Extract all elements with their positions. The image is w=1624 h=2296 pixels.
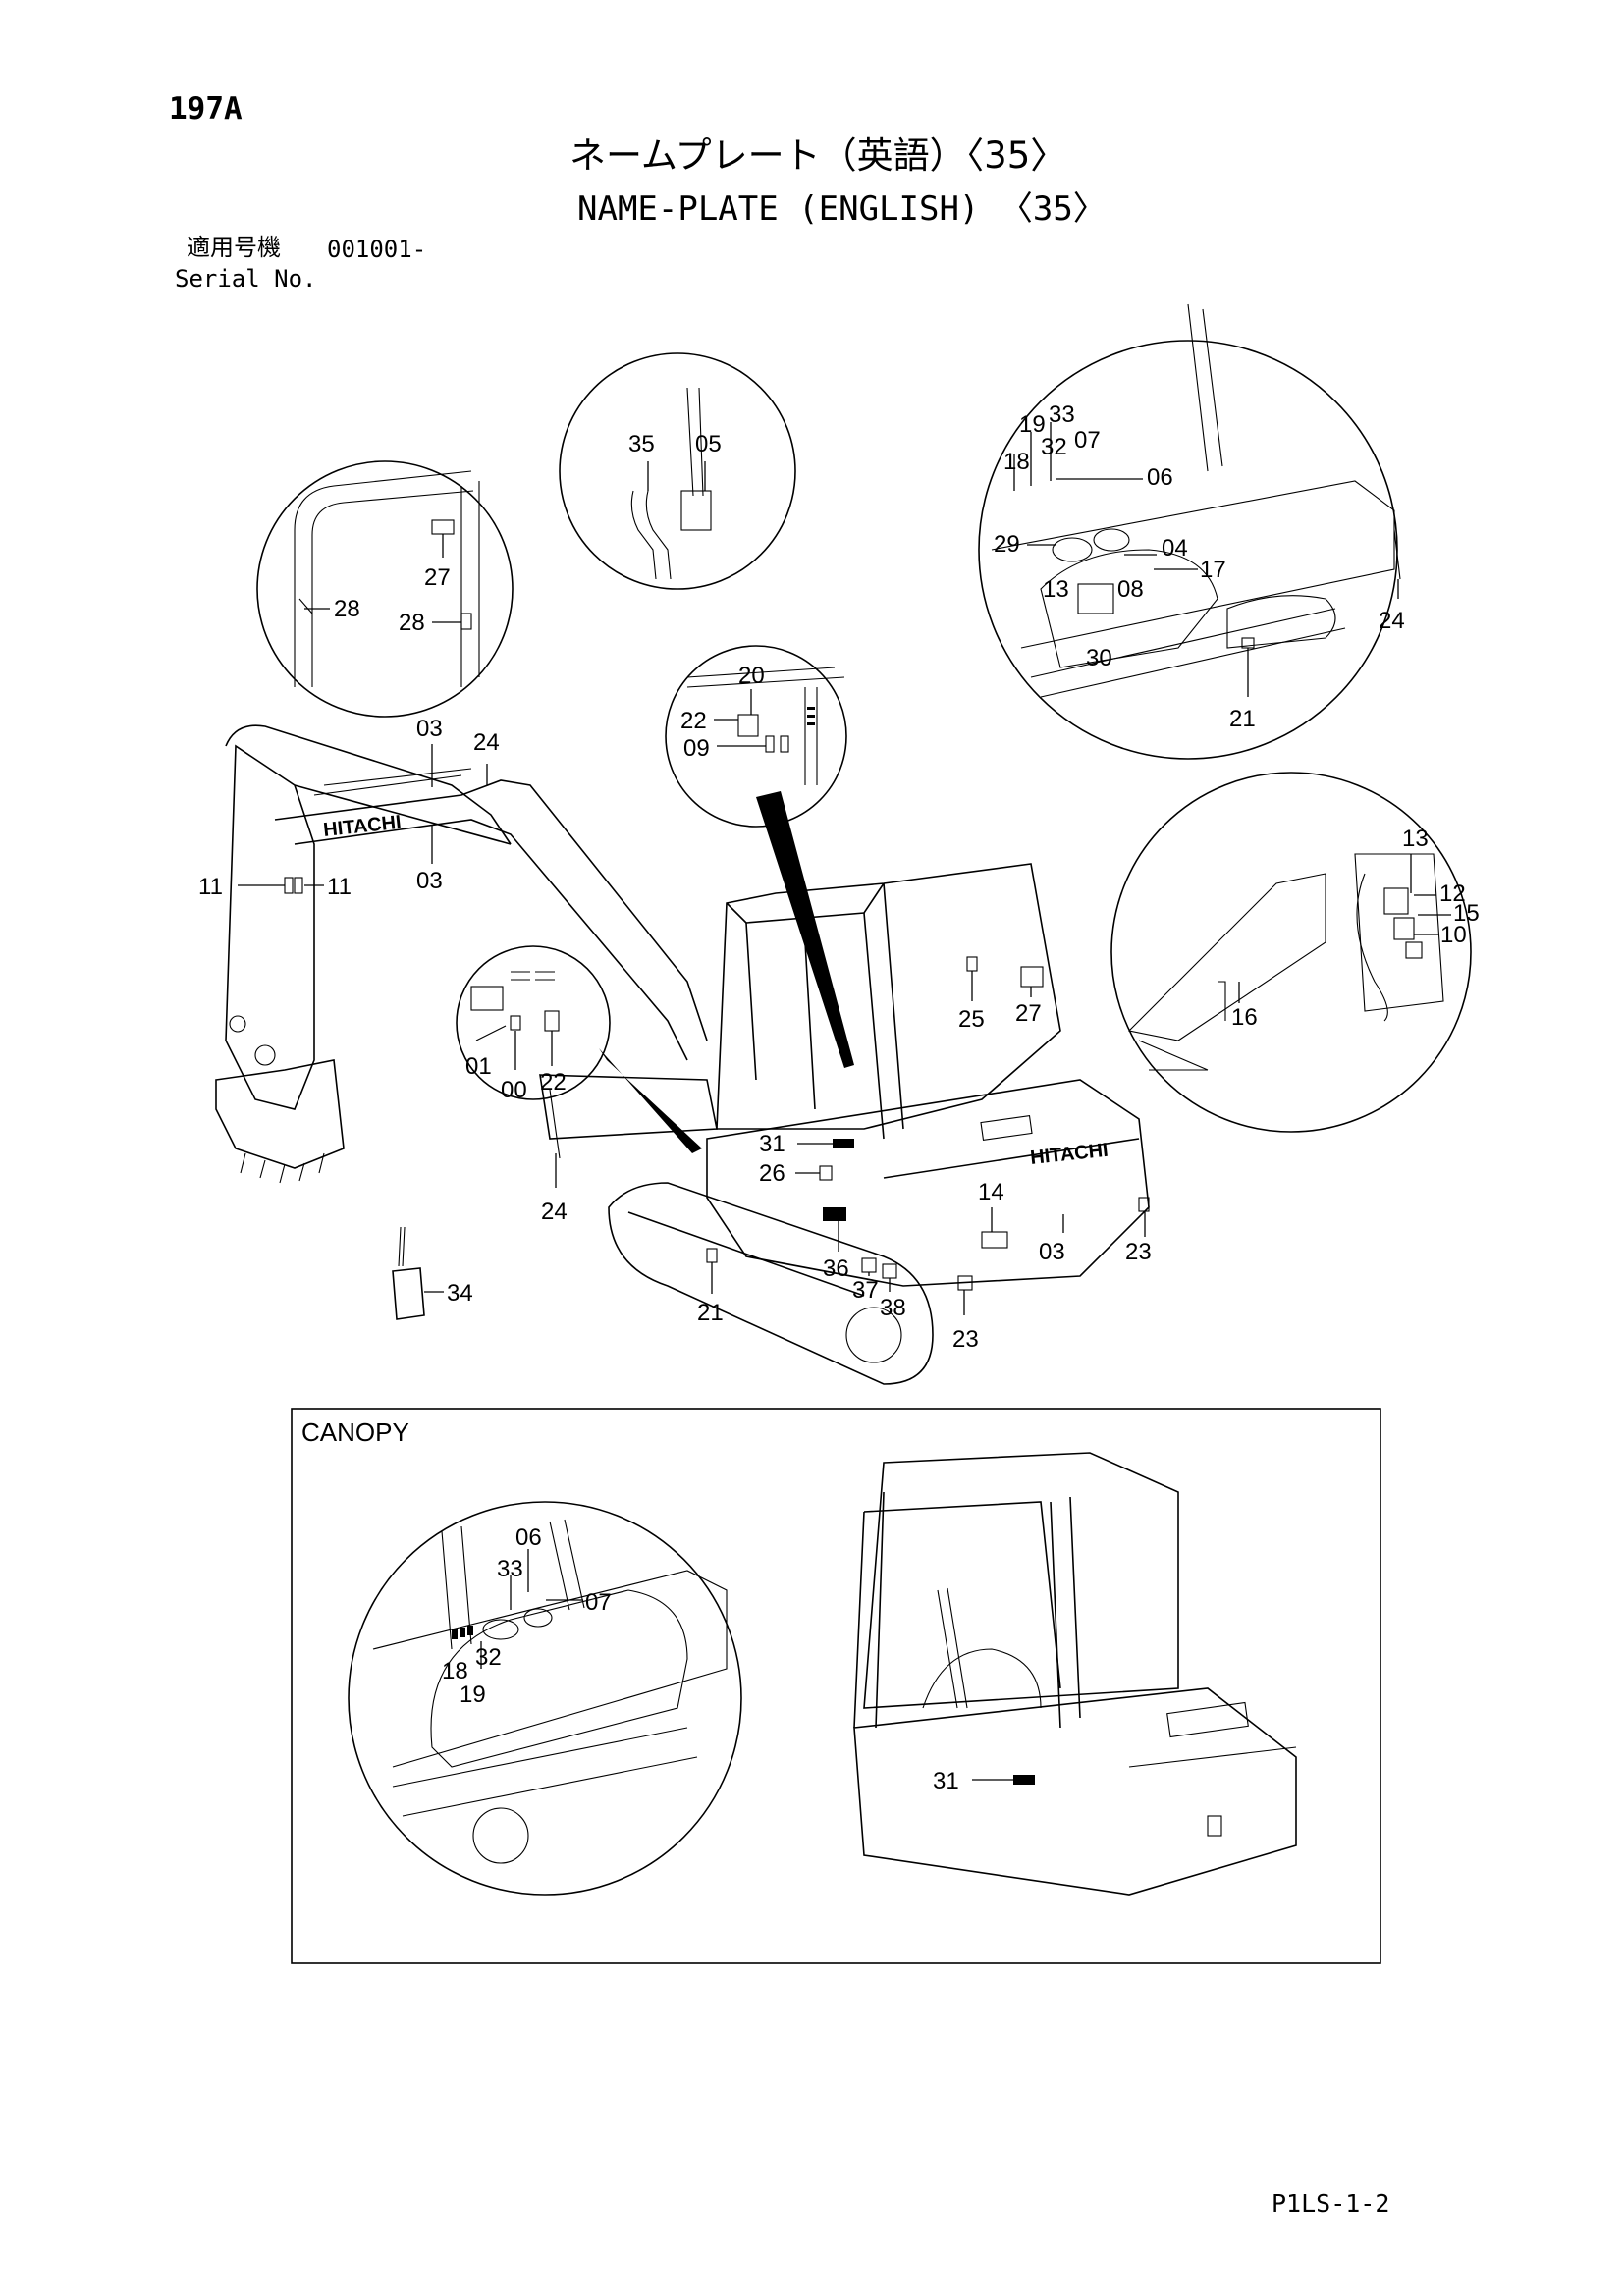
detail-circle-control-lever [559, 352, 796, 590]
callout-22: 22 [540, 1069, 567, 1095]
callout-10: 10 [1440, 922, 1467, 948]
callout-24: 24 [541, 1199, 568, 1225]
callout-36: 36 [823, 1255, 849, 1282]
serial-number-value: 001001- [327, 236, 427, 263]
callout-03: 03 [416, 716, 443, 742]
callout-31: 31 [759, 1131, 785, 1157]
callout-11: 11 [327, 874, 352, 900]
callout-15: 15 [1453, 900, 1480, 927]
callout-24: 24 [1379, 608, 1405, 634]
canopy-frame [291, 1408, 1381, 1964]
callout-12: 12 [1439, 881, 1466, 907]
callout-03: 03 [1039, 1239, 1065, 1265]
boom-brand-decal: HITACHI [322, 812, 402, 841]
callout-22: 22 [680, 708, 707, 734]
callout-19: 19 [1019, 411, 1046, 438]
callout-03: 03 [416, 868, 443, 894]
detail-circle-cab-pillar [256, 460, 514, 718]
callout-34: 34 [447, 1280, 473, 1307]
callout-27: 27 [1015, 1000, 1042, 1027]
callout-25: 25 [958, 1006, 985, 1033]
callout-33: 33 [1049, 401, 1075, 428]
callout-17: 17 [1200, 557, 1226, 583]
callout-27: 27 [424, 564, 451, 591]
callout-24: 24 [473, 729, 500, 756]
callout-19: 19 [460, 1682, 486, 1708]
callout-16: 16 [1231, 1004, 1258, 1031]
callout-28: 28 [399, 610, 425, 636]
callout-38: 38 [880, 1295, 906, 1321]
canopy-detail-circle [348, 1501, 742, 1896]
rear-brand-decal: HITACHI [1029, 1140, 1109, 1169]
title-japanese: ネームプレート（英語）〈35〉 [569, 134, 1067, 177]
callout-14: 14 [978, 1179, 1004, 1205]
page-number: 197A [169, 91, 243, 127]
callout-06: 06 [515, 1524, 542, 1551]
callout-32: 32 [475, 1644, 502, 1671]
callout-05: 05 [695, 431, 722, 457]
tag-item [392, 1226, 444, 1320]
callout-04: 04 [1162, 535, 1188, 561]
callout-21: 21 [1229, 706, 1256, 732]
callout-13: 13 [1043, 576, 1069, 603]
callout-18: 18 [442, 1658, 468, 1684]
callout-32: 32 [1041, 434, 1067, 460]
canopy-machine-drawing [853, 1452, 1297, 1896]
canopy-label: CANOPY [301, 1417, 409, 1447]
callout-07: 07 [585, 1589, 612, 1616]
pointer-wedge [756, 791, 854, 1068]
callout-31: 31 [933, 1768, 959, 1794]
callout-00: 00 [501, 1077, 527, 1103]
callout-37: 37 [852, 1277, 879, 1304]
callout-07: 07 [1074, 427, 1101, 454]
title-english: NAME-PLATE (ENGLISH) 〈35〉 [577, 189, 1107, 229]
detail-circle-side-valve [1110, 772, 1472, 1133]
callout-21: 21 [697, 1300, 724, 1326]
warning-decal-cluster [823, 1207, 846, 1221]
callout-01: 01 [465, 1053, 492, 1080]
callout-18: 18 [1003, 449, 1030, 475]
callout-35: 35 [628, 431, 655, 457]
footer-code: P1LS-1-2 [1272, 2189, 1390, 2217]
callout-30: 30 [1086, 645, 1112, 671]
callout-08: 08 [1117, 576, 1144, 603]
callout-33: 33 [497, 1556, 523, 1582]
callout-26: 26 [759, 1160, 785, 1187]
pointer-wedge-panel [599, 1048, 702, 1153]
detail-circle-seat-panel [978, 303, 1401, 760]
callout-06: 06 [1147, 464, 1173, 491]
callout-23: 23 [952, 1326, 979, 1353]
callout-11: 11 [198, 874, 223, 900]
callout-09: 09 [683, 735, 710, 762]
callout-20: 20 [738, 663, 765, 689]
detail-circle-radio-panel [665, 645, 847, 828]
serial-label-english: Serial No. [175, 265, 317, 293]
callout-23: 23 [1125, 1239, 1152, 1265]
callout-29: 29 [994, 531, 1020, 558]
callout-13: 13 [1402, 826, 1429, 852]
detail-circle-control-panel [456, 945, 611, 1100]
callout-28: 28 [334, 596, 360, 622]
excavator-main-drawing [215, 724, 1150, 1385]
serial-label-japanese: 適用号機 [187, 234, 281, 261]
